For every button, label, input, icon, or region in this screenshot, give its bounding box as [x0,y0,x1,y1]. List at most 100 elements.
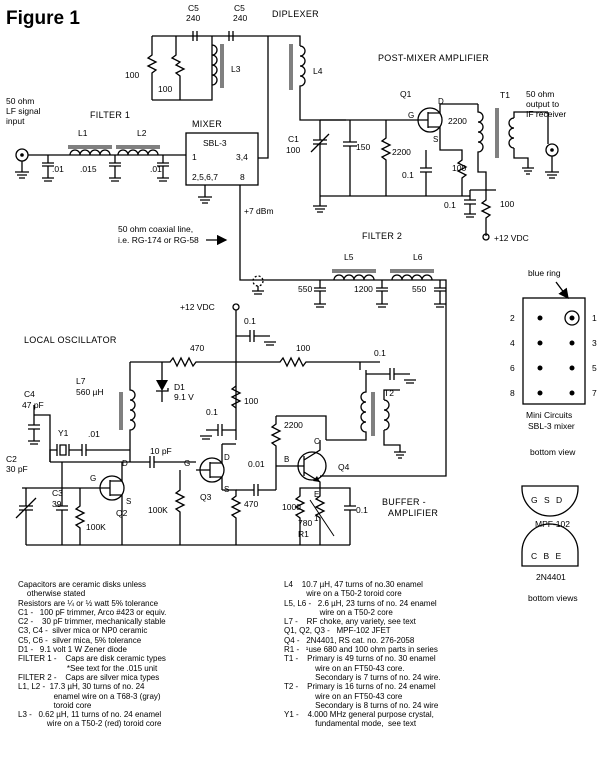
c5a-value: 240 [186,13,200,23]
q3-jfet-icon [196,444,225,490]
l1-label: L1 [78,128,88,138]
note-line: wire on a T50-2 toroid core [284,589,402,599]
note-line: C2 - 30 pF trimmer, mechanically stable [18,617,166,627]
c2-value: 30 pF [6,464,28,474]
c4-value: 47 pF [22,400,44,410]
q3-d: D [224,453,230,462]
note-line: D1 - 9.1 volt 1 W Zener diode [18,645,127,655]
coax-label-2: i.e. RG-174 or RG-58 [118,235,199,245]
output-label-1: 50 ohm [526,89,554,99]
r1-label: R1 [298,529,309,539]
mixer-name: SBL-3 [203,138,227,148]
transformer-t1-icon [477,104,548,190]
output-connector-icon [545,112,559,179]
buffer-title-2: AMPLIFIER [388,508,438,518]
note-line: Q1, Q2, Q3 - MPF-102 JFET [284,626,391,636]
c01-2-label: .01 [150,164,162,174]
pinout-caption-1: Mini Circuits [526,410,572,420]
t2-ground-icon [394,451,406,459]
r2200c-icon [270,416,282,490]
component-notes-right: L4 10.7 µH, 47 turns of no.30 enamel wir… [284,580,441,729]
c01b-icon [464,190,476,218]
l2-label: L2 [137,128,147,138]
diplexer-title: DIPLEXER [272,9,319,19]
c01d-label: 0.1 [374,348,386,358]
filter2-line [300,279,447,300]
c550b-label: 550 [412,284,426,294]
c5a-label: C5 [188,3,199,13]
r470a-label: 470 [190,343,204,353]
jfet-package-icon [521,485,579,517]
note-line: *See text for the .015 unit [18,663,158,673]
mixer-ground-icon [198,185,212,204]
mixer-sbl3-block [185,132,259,186]
c4-label: C4 [24,389,35,399]
note-line: Q4 - 2N4401, RS cat. no. 276-2058 [284,635,415,645]
note-line: fundamental mode, see text [284,719,417,729]
r780-note-mark: 1 [314,514,319,523]
q2-s: S [126,497,131,506]
r100k-b-label: 100K [148,505,168,515]
coax-label-1: 50 ohm coaxial line, [118,224,193,234]
bjt-pins-label: C B E [531,551,563,561]
sbl3-pins-icon [537,310,580,396]
note-line: L5, L6 - 2.6 µH, 23 turns of no. 24 enam… [284,598,437,608]
r470a-icon [130,356,236,368]
c01e-label: 0.1 [206,407,218,417]
c5b-label: C5 [234,3,245,13]
d1-label: D1 [174,382,185,392]
l5-label: L5 [344,252,354,262]
mixer-pin-34: 3,4 [236,152,248,162]
c4-icon [28,405,40,445]
c01c-icon [236,330,276,346]
buffer-title-1: BUFFER - [382,497,426,507]
q2-jfet-icon [99,462,125,506]
inductor-l6-icon [390,269,434,281]
r1000-label: 1000 [282,502,301,512]
r100k-a-icon [74,488,86,545]
c1-label: C1 [288,134,299,144]
sbl3-pinout-body [522,297,586,405]
c10pf-label: 10 pF [150,446,172,456]
inductor-l2-icon [116,145,160,156]
r100d-label: 100 [500,199,514,209]
c01a-label: 0.1 [402,170,414,180]
choke-l7-icon [119,362,136,462]
c01b-label: 0.1 [444,200,456,210]
note-line: L4 10.7 µH, 47 turns of no.30 enamel [284,580,423,589]
q1-g: G [408,111,414,120]
note-line: L3 - 0.62 µH, 11 turns of no. 24 enamel [18,710,162,720]
output-label-2: output to [526,99,559,109]
q4-bjt-icon [276,440,327,488]
r2200a-icon [380,120,392,196]
blue-ring-label: blue ring [528,268,561,278]
r100d-icon [470,189,496,236]
pin-3-label: 3 [592,338,597,348]
note-line: FILTER 1 - Caps are disk ceramic types [18,654,166,664]
mixer-lo-line [239,185,300,281]
bjt-package-icon [521,523,579,567]
local-oscillator-title: LOCAL OSCILLATOR [24,335,117,345]
c001-icon [236,484,276,496]
inductor-l3-icon [211,44,224,88]
c1-value: 100 [286,145,300,155]
q1-jfet-icon [417,104,443,140]
output-label-3: IF receiver [526,109,566,119]
note-line: Secondary is 7 turns of no. 24 wire. [284,672,441,682]
q2-d: D [122,459,128,468]
r100k-a-label: 100K [86,522,106,532]
inductor-l5-icon [332,269,376,281]
r100f-icon [230,385,242,409]
note-line: R1 - ¹use 680 and 100 ohm parts in serie… [284,645,438,655]
t2-label: T2 [384,388,394,398]
note-line: Resistors are ¼ or ½ watt 5% tolerance [18,598,159,608]
q4-c: C [314,437,320,446]
component-notes-left: Capacitors are ceramic disks unless othe… [18,580,166,729]
pin-7-label: 7 [592,388,597,398]
q1-label: Q1 [400,89,412,99]
c2-label: C2 [6,454,17,464]
bottom-views-label: bottom views [528,593,578,603]
pinout-caption-3: bottom view [530,447,576,457]
l7-label: L7 [76,376,86,386]
note-line: FILTER 2 - Caps are silver mica types [18,672,160,682]
